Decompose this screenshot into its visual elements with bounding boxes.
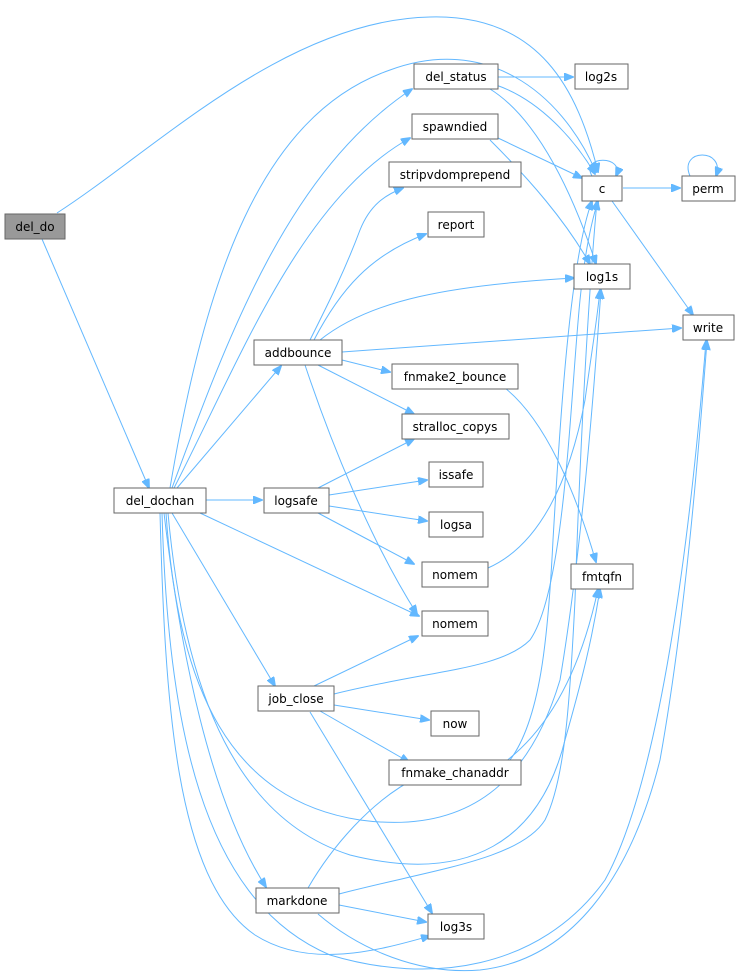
edge-c-write [611,200,693,315]
node-label: markdone [267,894,328,908]
node-label: fmtqfn [582,570,622,584]
edge-del_dochan-fmtqfn [167,512,600,865]
edge-del_dochan-addbounce [176,366,281,489]
edge-nomem_a-log1s [487,290,600,569]
edge-del_do-del_dochan [41,238,149,488]
node-stralloc_copys[interactable]: stralloc_copys [401,413,510,440]
edge-markdone-fnmake_chanaddr [307,776,420,889]
node-log2s[interactable]: log2s [574,63,629,90]
node-label: nomem [432,568,478,582]
node-label: log1s [586,270,618,284]
edge-spawndied-log1s [489,139,590,264]
edge-addbounce-nomem_b [304,364,417,614]
edge-spawndied-c [497,137,582,178]
node-addbounce[interactable]: addbounce [253,339,343,366]
node-label: addbounce [265,346,332,360]
edge-del_do-c [56,16,598,214]
node-label: c [599,182,606,196]
edge-del_dochan-nomem_b [199,512,419,616]
node-del_dochan[interactable]: del_dochan [113,487,207,514]
edge-del_dochan-log3s [159,512,430,955]
node-label: logsafe [274,494,318,508]
edge-del_dochan-job_close [171,512,275,686]
node-stripvdomprepend[interactable]: stripvdomprepend [388,161,522,188]
node-label: logsa [440,518,472,532]
edge-addbounce-write [341,328,681,353]
nodes: del_do del_dochan c addbounce del_status… [4,63,736,940]
edge-markdone-c [338,201,597,895]
edge-logsafe-stralloc_copys [317,439,414,489]
node-c[interactable]: c [581,175,623,202]
edge-del_dochan-c [169,58,596,489]
node-now[interactable]: now [430,710,480,737]
node-label: del_dochan [126,494,194,508]
node-report[interactable]: report [427,211,485,238]
edge-logsafe-logsa [328,505,427,521]
node-label: nomem [432,617,478,631]
node-del_status[interactable]: del_status [413,63,499,90]
node-markdone[interactable]: markdone [255,887,340,914]
node-label: write [693,321,723,335]
edge-job_close-log3s [309,711,432,913]
edge-del_dochan-spawndied [173,138,410,489]
node-issafe[interactable]: issafe [428,461,484,488]
node-label: spawndied [423,120,488,134]
node-nomem-a[interactable]: nomem [421,561,489,588]
node-fnmake_chanaddr[interactable]: fnmake_chanaddr [388,759,522,786]
edge-addbounce-stripvdomprepend [309,188,403,341]
edge-addbounce-report [313,234,426,341]
node-fmtqfn[interactable]: fmtqfn [570,563,634,590]
edge-addbounce-fnmake2_bounce [341,359,390,372]
node-job_close[interactable]: job_close [257,685,335,712]
edge-addbounce-log1s [319,278,574,341]
node-nomem-b[interactable]: nomem [421,610,489,637]
edge-del_status-c [495,84,595,174]
edge-perm-perm [687,154,717,176]
node-label: issafe [439,468,474,482]
edge-fnmake_chanaddr-fmtqfn [504,589,598,763]
node-label: stripvdomprepend [400,168,510,182]
node-label: log2s [585,70,617,84]
edge-del_dochan-write [161,341,706,970]
node-log1s[interactable]: log1s [573,263,631,290]
edge-logsafe-issafe [328,480,427,496]
node-label: fnmake2_bounce [404,370,507,384]
node-label: job_close [267,692,323,706]
edge-markdone-write [317,341,707,972]
node-label: perm [692,182,723,196]
node-label: del_do [15,220,54,234]
node-del_do[interactable]: del_do [4,213,66,240]
node-label: fnmake_chanaddr [401,766,509,780]
edge-job_close-now [333,704,429,720]
edge-del_dochan-del_status [171,89,412,489]
node-label: now [443,717,468,731]
edge-logsafe-nomem_a [317,512,414,564]
edge-job_close-c [333,201,598,695]
node-label: report [438,218,475,232]
node-perm[interactable]: perm [681,175,736,202]
node-label: stralloc_copys [413,420,498,434]
edge-job_close-nomem_b [313,636,418,687]
node-logsafe[interactable]: logsafe [263,487,330,514]
node-label: del_status [425,70,486,84]
node-spawndied[interactable]: spawndied [411,113,499,140]
node-logsa[interactable]: logsa [428,511,484,538]
edge-del_dochan-log1s [165,290,601,823]
node-log3s[interactable]: log3s [427,913,485,940]
node-label: log3s [440,920,472,934]
edge-addbounce-stralloc_copys [317,364,414,414]
edge-markdone-log3s [338,904,426,922]
node-fnmake2_bounce[interactable]: fnmake2_bounce [391,363,519,390]
edges [41,16,717,972]
node-write[interactable]: write [682,314,735,341]
edge-job_close-fnmake_chanaddr [319,710,409,762]
